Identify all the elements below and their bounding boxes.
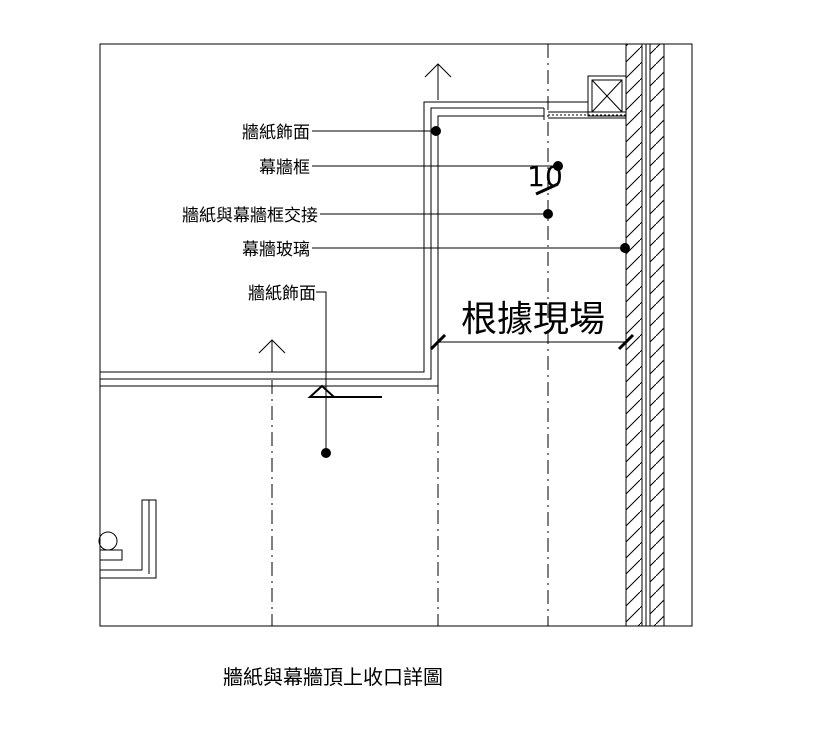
dimension-tick-small	[535, 182, 559, 196]
leader-curtain-wall-glass	[312, 243, 630, 253]
finish-marker	[307, 384, 382, 398]
leader-wallpaper-finish-1	[312, 126, 441, 136]
curtain-wall-glass	[625, 43, 665, 627]
drawing-frame	[99, 43, 693, 627]
label-wallpaper-frame-junction: 牆紙與幕牆框交接	[182, 206, 318, 226]
drawing-caption: 牆紙與幕牆頂上收口詳圖	[223, 665, 443, 689]
up-arrow-left	[258, 339, 286, 372]
label-wallpaper-finish-1: 牆紙飾面	[242, 123, 310, 143]
fixture-bottom-left	[98, 499, 157, 579]
dimension-text: 根據現場	[461, 299, 605, 340]
wall-profile	[100, 101, 588, 387]
leader-wallpaper-frame-junction	[320, 209, 553, 219]
label-curtain-wall-frame: 幕牆框	[259, 158, 310, 178]
label-wallpaper-finish-2: 牆紙飾面	[248, 284, 316, 304]
up-arrow-top	[424, 63, 452, 100]
leader-curtain-wall-frame	[312, 161, 563, 171]
junction-box-icon	[587, 75, 627, 117]
dimension-value: 10	[527, 160, 563, 193]
leader-wallpaper-finish-2	[316, 291, 331, 458]
label-curtain-wall-glass: 幕牆玻璃	[242, 240, 310, 260]
dimension-line	[429, 333, 635, 351]
curtain-wall-frame-channel	[548, 111, 626, 119]
